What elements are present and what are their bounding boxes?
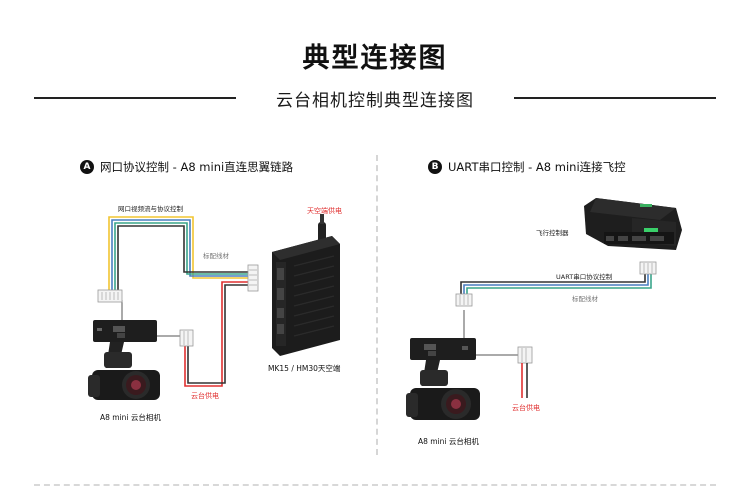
connector-power-b [517,346,533,364]
header-rule-right [514,97,716,99]
wire-yellow [108,216,250,292]
wire-black [460,272,646,295]
wire-red [184,281,250,387]
connector-power-a [179,329,194,347]
uart-cable-b [460,272,652,295]
label-flight-controller: 飞行控制器 [536,229,569,237]
label-camera-name-a: A8 mini 云台相机 [100,413,161,422]
wire-black [117,225,250,292]
flight-controller-device [584,198,682,250]
section-b-badge: B [428,160,442,174]
wire-blue [463,272,649,295]
label-gimbal-power-b: 云台供电 [512,404,540,412]
section-a-heading: A 网口协议控制 - A8 mini直连思翼链路 [80,159,293,175]
section-divider [376,155,378,455]
wire-green [114,222,250,292]
header-rule-left [34,97,236,99]
label-air-unit-power: 天空端供电 [307,207,342,215]
gimbal-camera-a [88,320,160,400]
footer-divider [34,484,716,486]
label-gimbal-power-a: 云台供电 [191,392,219,400]
label-matching-cable-b: 标配线材 [572,295,598,303]
wire-blue [111,219,250,292]
connector-airunit-a [247,264,259,292]
ethernet-cable-a [108,216,250,292]
label-camera-name-b: A8 mini 云台相机 [418,437,479,446]
gimbal-camera-b [406,338,480,420]
section-b-heading: B UART串口控制 - A8 mini连接飞控 [428,159,626,175]
section-a-badge: A [80,160,94,174]
air-unit-device [272,214,340,356]
section-b-title: UART串口控制 - A8 mini连接飞控 [448,160,626,174]
wire-green [466,272,652,295]
label-uart-control: UART串口协议控制 [556,273,613,281]
wire-black [187,284,250,384]
connector-camera-eth-a [97,289,123,303]
power-cable-a [184,281,250,387]
page-title: 典型连接图 [302,43,448,74]
connector-fc-b [639,261,657,275]
label-ethernet-cable: 网口视频流与协议控制 [118,205,183,213]
page-subtitle: 云台相机控制典型连接图 [276,91,474,111]
label-air-unit-name: MK15 / HM30天空端 [268,364,341,373]
label-matching-cable-a: 标配线材 [203,252,229,260]
section-a-title: 网口协议控制 - A8 mini直连思翼链路 [100,160,294,174]
power-cable-b [521,363,528,398]
connector-camera-uart-b [455,293,473,307]
